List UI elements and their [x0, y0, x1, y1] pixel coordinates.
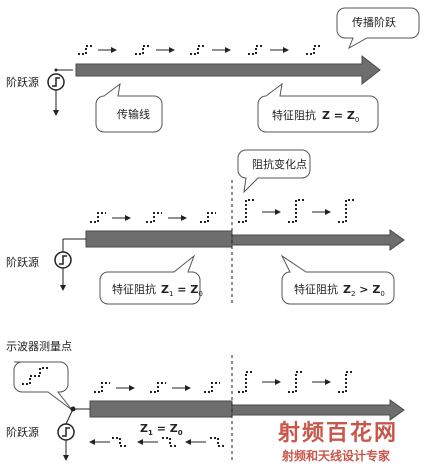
- bubble-step-label: 传播阶跃: [352, 15, 396, 29]
- bubble-propagating-step: 传播阶跃: [336, 7, 420, 50]
- propagating-steps: [78, 45, 322, 55]
- transmitted-steps: [238, 199, 354, 223]
- step-source-2: [54, 238, 86, 291]
- watermark: 射频百花网 射频和天线设计专家: [277, 420, 398, 463]
- z1-eq-label: Z1 = Z0: [140, 422, 183, 437]
- segment-z1: [85, 230, 233, 248]
- watermark-subtitle: 射频和天线设计专家: [281, 448, 391, 463]
- step-source-3: [57, 406, 90, 461]
- transmission-line-bar: [75, 54, 381, 86]
- segment-z2-3: [231, 399, 405, 421]
- source-label: 阶跃源: [6, 75, 39, 89]
- bubble-change-point: 阻抗变化点: [237, 149, 311, 194]
- transmitted-steps-3: [238, 371, 354, 393]
- reflected-steps: [89, 437, 226, 447]
- scope-point-label: 示波器测量点: [6, 340, 72, 353]
- change-point-label: 阻抗变化点: [252, 157, 307, 171]
- panel-3: 示波器测量点 阶跃源: [6, 340, 405, 462]
- bubble-transmission-line: 传输线: [95, 82, 163, 133]
- step-source: [47, 68, 73, 116]
- source-label-2: 阶跃源: [6, 255, 39, 269]
- scope-bubble: [13, 361, 73, 411]
- segment-z2: [231, 229, 405, 251]
- bubble-line-label: 传输线: [117, 107, 150, 121]
- incident-steps: [90, 212, 216, 223]
- segment-z1-3: [89, 400, 233, 418]
- incident-steps-3: [94, 382, 220, 393]
- watermark-title: 射频百花网: [277, 420, 398, 446]
- source-label-3: 阶跃源: [6, 425, 39, 439]
